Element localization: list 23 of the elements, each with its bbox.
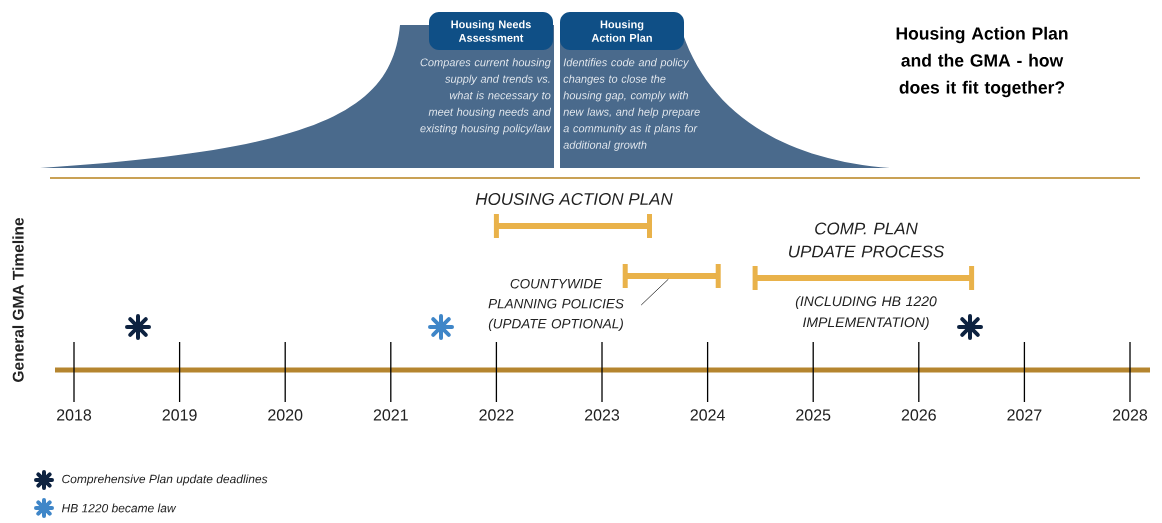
bar-label: COMP. PLAN UPDATE PROCESS — [789, 222, 945, 258]
mountain-panel: Housing Needs Assessment Compares current housing supply and trends vs. what is necessary to meet housing needs and existing housing policy/law — [40, 12, 554, 168]
time-span-bar — [622, 261, 721, 291]
year-label: 2023 — [585, 409, 620, 421]
year-label: 2021 — [373, 409, 408, 421]
axis-title: General GMA Timeline — [12, 217, 24, 382]
leader-line — [640, 278, 669, 306]
year-label: 2022 — [479, 409, 514, 421]
year-label: 2020 — [268, 409, 303, 421]
title: Housing Action Plan and the GMA - how does it fit together? — [896, 26, 1068, 98]
bar-label: COUNTYWIDE PLANNING POLICIES (UPDATE OPTIONAL) — [488, 278, 624, 332]
year-label: 2019 — [162, 409, 197, 421]
legend-text: HB 1220 became law — [61, 503, 177, 513]
mountain-panel: Housing Action Plan Identifies code and policy changes to close the housing gap, comply with new laws, and help prepare a community as it plans for additional growth — [560, 12, 890, 168]
bar-label: HOUSING ACTION PLAN — [475, 193, 673, 205]
year-label: 2024 — [690, 409, 725, 421]
year-label: 2028 — [1113, 409, 1148, 421]
year-label: 2026 — [901, 409, 936, 421]
legend-text: Comprehensive Plan update deadlines — [62, 474, 268, 486]
year-label: 2018 — [57, 409, 92, 421]
year-label: 2025 — [796, 409, 831, 421]
bar-label: (INCLUDING HB 1220 IMPLEMENTATION) — [795, 296, 937, 330]
year-label: 2027 — [1007, 409, 1042, 421]
